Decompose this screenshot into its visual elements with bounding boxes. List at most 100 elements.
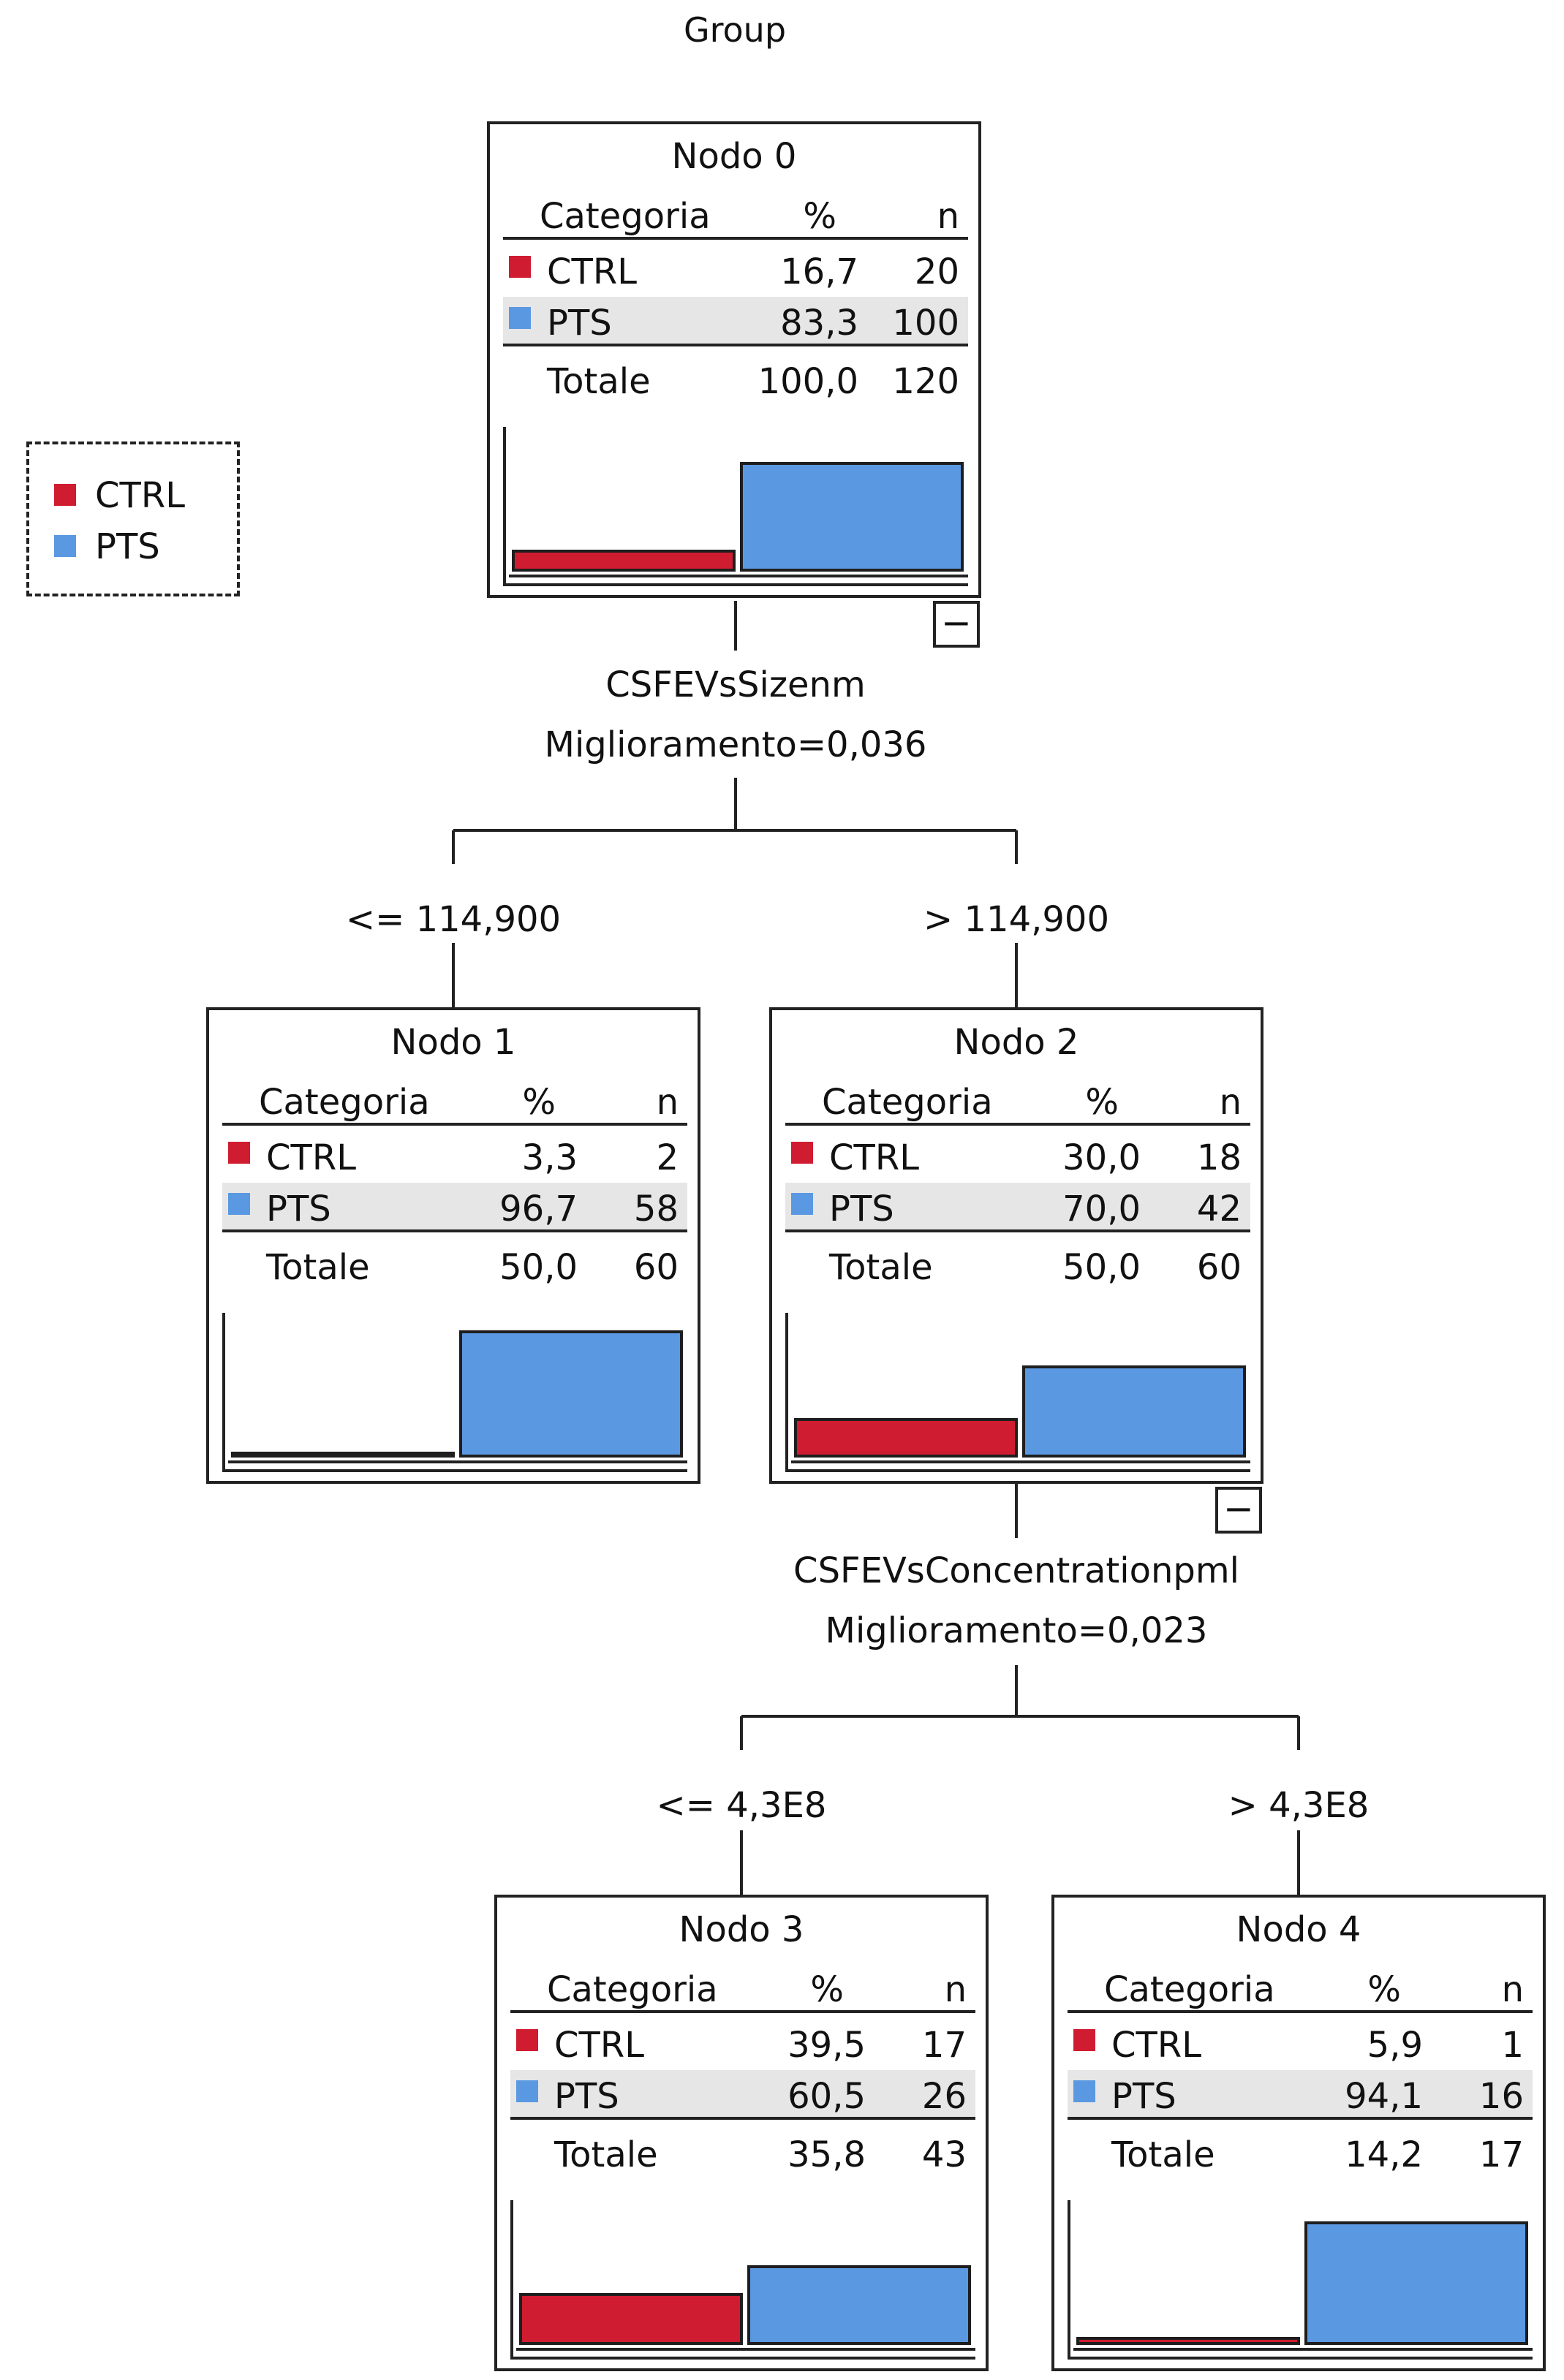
row-percent: 70,0 [1062,1189,1141,1229]
row-category: CTRL [547,251,637,292]
total-percent: 50,0 [1062,1247,1141,1288]
node-row-total: Totale 35,8 43 [510,2129,975,2180]
row-percent: 3,3 [521,1137,578,1178]
row-category: CTRL [829,1137,919,1178]
node-row-total: Totale 50,0 60 [222,1241,687,1292]
histogram-axis [503,583,968,586]
header-category: Categoria [1104,1969,1275,2010]
edge-label-left: <= 4,3E8 [656,1785,827,1826]
row-n: 26 [921,2076,967,2117]
collapse-node-0-button[interactable]: − [933,601,980,648]
histogram-axis [785,1469,1250,1472]
split-1-label: CSFEVsConcentrationpml Miglioramento=0,0… [687,1541,1345,1661]
histogram-axis [1068,2200,1070,2360]
legend: CTRL PTS [26,441,240,596]
node-title: Nodo 1 [390,1022,516,1063]
swatch-pts [228,1193,250,1215]
tree-title: Group [683,10,787,50]
row-category: PTS [547,303,612,344]
header-category: Categoria [822,1082,993,1123]
swatch-pts [1073,2080,1095,2102]
bar-ctrl [1076,2337,1300,2345]
row-n: 58 [633,1189,679,1229]
header-percent: % [810,1969,844,2010]
row-percent: 96,7 [499,1189,578,1229]
tree-node-3: Nodo 3 Categoria % n CTRL 39,5 17 PTS 60… [494,1895,989,2371]
histogram-axis [510,2200,513,2360]
histogram-baseline [228,1460,687,1463]
bar-ctrl [231,1452,455,1458]
node-histogram [222,1313,687,1472]
total-label: Totale [547,361,651,402]
histogram-axis [222,1469,687,1472]
row-category: CTRL [554,2025,644,2066]
node-table-header: Categoria % n [503,190,968,240]
swatch-ctrl [1073,2029,1095,2051]
total-n: 120 [892,361,959,402]
header-percent: % [1085,1082,1119,1123]
row-percent: 39,5 [787,2025,866,2066]
node-row-pts: PTS 96,7 58 [222,1183,687,1232]
split-improvement: Miglioramento=0,036 [544,724,927,765]
total-label: Totale [829,1247,933,1288]
node-title: Nodo 4 [1236,1909,1361,1950]
node-title: Nodo 3 [679,1909,804,1950]
swatch-pts [791,1193,813,1215]
node-row-ctrl: CTRL 30,0 18 [785,1132,1250,1183]
total-n: 60 [633,1247,679,1288]
histogram-axis [1068,2357,1533,2360]
swatch-ctrl [509,256,531,278]
row-n: 16 [1478,2076,1524,2117]
header-category: Categoria [540,196,711,237]
row-percent: 5,9 [1367,2025,1423,2066]
bar-ctrl [512,550,736,572]
node-histogram [785,1313,1250,1472]
node-table-header: Categoria % n [785,1076,1250,1126]
header-category: Categoria [547,1969,718,2010]
header-percent: % [1367,1969,1401,2010]
total-n: 17 [1478,2134,1524,2175]
node-table-header: Categoria % n [1068,1963,1533,2013]
node-row-ctrl: CTRL 39,5 17 [510,2019,975,2070]
header-n: n [937,196,959,237]
tree-node-4: Nodo 4 Categoria % n CTRL 5,9 1 PTS 94,1… [1051,1895,1546,2371]
total-label: Totale [554,2134,658,2175]
row-percent: 83,3 [780,303,858,344]
header-percent: % [522,1082,556,1123]
node-row-ctrl: CTRL 5,9 1 [1068,2019,1533,2070]
bar-ctrl [794,1418,1018,1458]
histogram-axis [503,427,506,586]
row-category: PTS [554,2076,619,2117]
row-n: 100 [892,303,959,344]
collapse-node-2-button[interactable]: − [1215,1487,1262,1534]
swatch-pts [509,307,531,329]
header-n: n [944,1969,967,2010]
node-row-pts: PTS 94,1 16 [1068,2070,1533,2120]
node-histogram [503,427,968,586]
row-percent: 16,7 [780,251,858,292]
total-percent: 50,0 [499,1247,578,1288]
header-n: n [656,1082,679,1123]
swatch-ctrl [791,1142,813,1164]
tree-node-1: Nodo 1 Categoria % n CTRL 3,3 2 PTS 96,7… [206,1007,700,1484]
total-percent: 35,8 [787,2134,866,2175]
node-row-pts: PTS 83,3 100 [503,297,968,346]
split-variable: CSFEVsSizenm [605,664,866,705]
row-n: 2 [656,1137,679,1178]
legend-label: CTRL [95,475,185,516]
node-title: Nodo 0 [671,136,797,177]
row-category: PTS [829,1189,894,1229]
row-n: 42 [1196,1189,1242,1229]
swatch-pts [516,2080,538,2102]
row-n: 20 [914,251,959,292]
histogram-baseline [791,1460,1250,1463]
row-category: PTS [266,1189,331,1229]
histogram-baseline [1073,2348,1533,2351]
node-title: Nodo 2 [953,1022,1079,1063]
row-n: 17 [921,2025,967,2066]
row-n: 18 [1196,1137,1242,1178]
total-n: 43 [921,2134,967,2175]
split-0-label: CSFEVsSizenm Miglioramento=0,036 [443,655,1028,775]
histogram-axis [510,2357,975,2360]
